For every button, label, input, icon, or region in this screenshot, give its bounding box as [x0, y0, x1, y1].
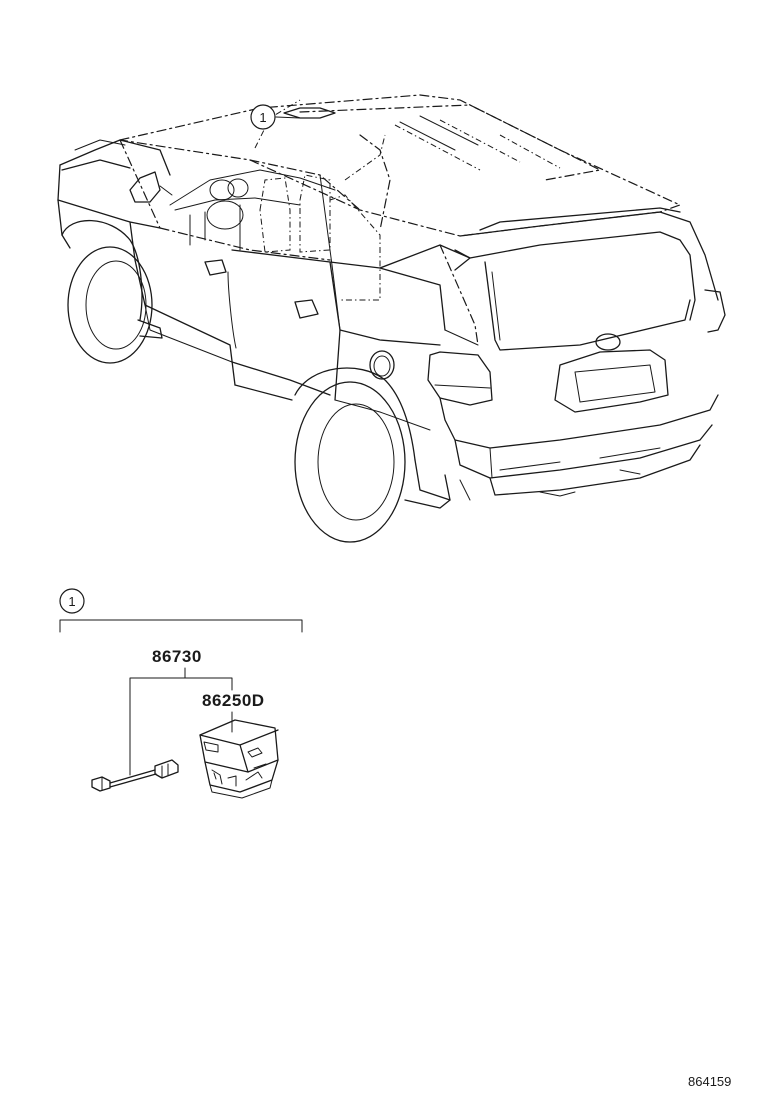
callout-circle: [250, 104, 276, 130]
group-callout-circle: [59, 588, 85, 614]
group-callout-number: 1: [68, 594, 75, 609]
callout-number: 1: [259, 110, 266, 125]
vehicle-callout: 1: [250, 104, 276, 130]
assembly-leader: [129, 667, 233, 776]
group-bracket: [59, 619, 303, 633]
wire-harness: [91, 759, 179, 792]
vehicle-illustration: [57, 94, 726, 543]
part-number-assembly: 86730: [152, 647, 202, 666]
parts-group: 1 86730 86250D: [59, 588, 303, 799]
illustration-ref-number: 864159: [688, 1074, 731, 1089]
part-number-unit: 86250D: [202, 691, 265, 710]
control-unit: [199, 719, 279, 799]
